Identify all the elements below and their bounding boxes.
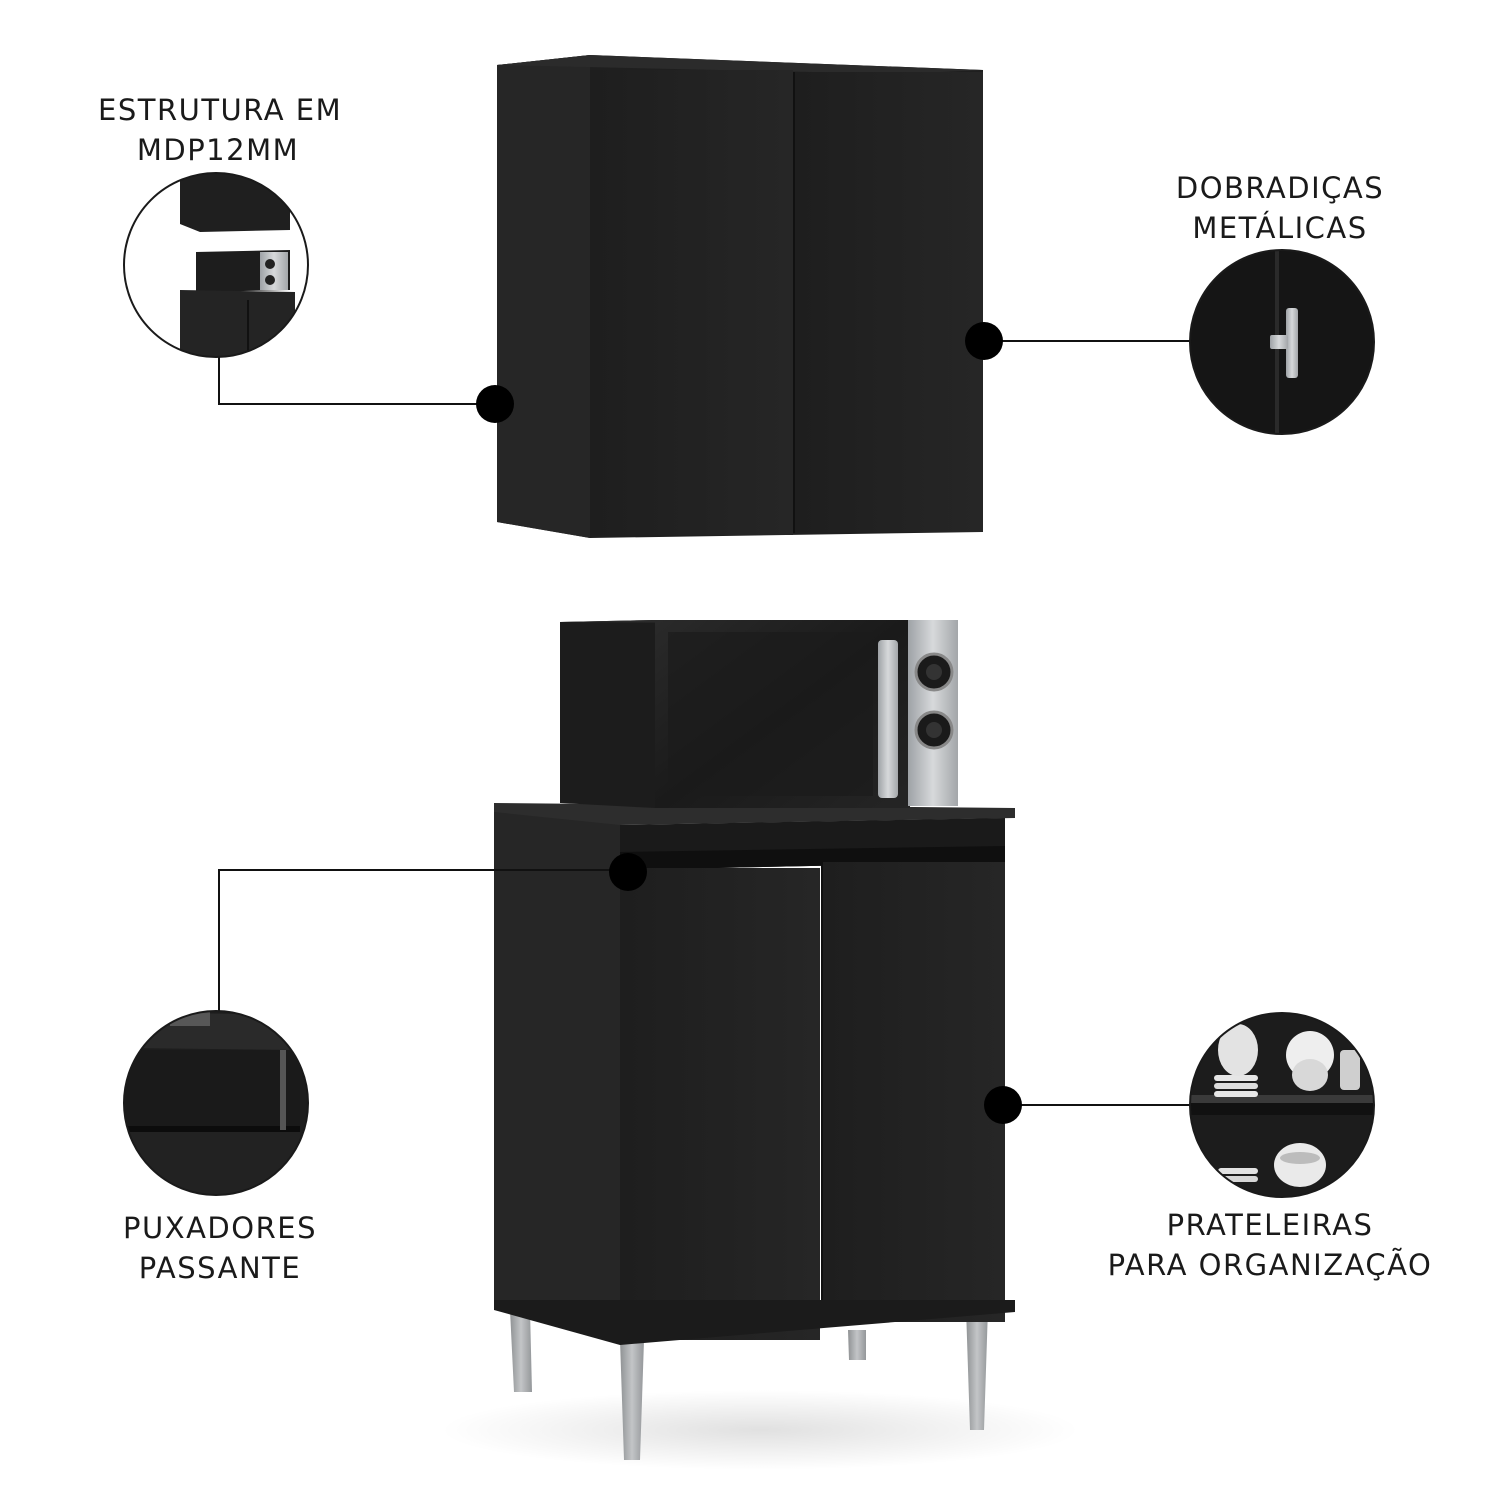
upper-cabinet-left-door (590, 70, 793, 535)
shelves-with-dishes-detail-icon (1189, 1012, 1375, 1198)
upper-wall-cabinet (497, 55, 983, 538)
callout-label-prateleiras: PRATELEIRAS PARA ORGANIZAÇÃO (1090, 1205, 1450, 1285)
lower-cabinet (440, 803, 1080, 1470)
metal-hinge-detail-icon (1189, 249, 1375, 435)
lower-cabinet-left-door (620, 868, 820, 1340)
callout-label-dobradicas: DOBRADIÇAS METÁLICAS (1150, 168, 1410, 248)
upper-cabinet-right-door (795, 72, 983, 532)
callout-dot-prateleiras (984, 1086, 1022, 1124)
callout-label-line: MDP12MM (136, 133, 300, 167)
callout-label-line: PUXADORES (123, 1211, 317, 1245)
callout-dot-puxadores (609, 853, 647, 891)
callout-lines (218, 340, 1190, 1106)
lower-cabinet-right-door (823, 862, 1005, 1322)
cabinet-legs (510, 1308, 988, 1460)
callout-label-line: DOBRADIÇAS (1175, 171, 1385, 205)
callout-dot-dobradicas (965, 322, 1003, 360)
callout-label-puxadores: PUXADORES PASSANTE (100, 1208, 340, 1288)
callout-label-line: PRATELEIRAS (1166, 1208, 1374, 1242)
through-handle-detail-icon (123, 1010, 309, 1196)
microwave (560, 620, 958, 808)
callout-label-line: PASSANTE (138, 1251, 302, 1285)
cabinet-stack-detail-icon (123, 172, 309, 358)
callout-dot-estrutura (476, 385, 514, 423)
callout-label-line: ESTRUTURA EM (98, 93, 343, 127)
microwave-handle (878, 640, 898, 798)
callout-label-line: METÁLICAS (1192, 211, 1368, 245)
callout-label-line: PARA ORGANIZAÇÃO (1107, 1248, 1433, 1282)
callout-label-estrutura: ESTRUTURA EM MDP12MM (98, 90, 343, 170)
